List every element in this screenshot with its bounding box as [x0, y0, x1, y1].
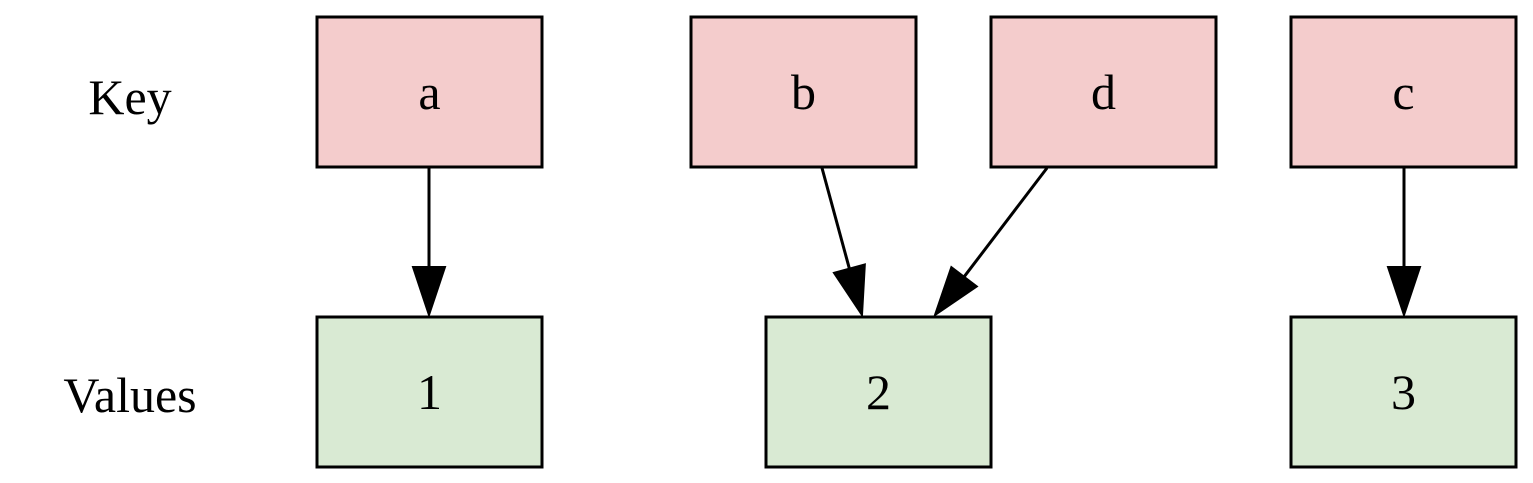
- edge-line-d-2: [962, 167, 1049, 278]
- key-node-b: b: [689, 15, 918, 169]
- edge-line-b-2: [820, 167, 851, 270]
- key-box-a: [315, 15, 544, 169]
- key-node-c: c: [1289, 15, 1518, 169]
- key-box-c: [1289, 15, 1518, 169]
- value-box-2: [764, 315, 993, 469]
- key-node-a: a: [315, 15, 544, 169]
- row-label-key: Key: [88, 69, 171, 125]
- edges-layer: [411, 167, 1422, 319]
- key-label-a: a: [418, 64, 440, 120]
- arrowhead-icon: [832, 263, 866, 319]
- value-node-1: 1: [315, 315, 544, 469]
- key-label-d: d: [1091, 64, 1116, 120]
- nodes-layer: a b d c 1 2 3: [315, 15, 1518, 469]
- row-label-values: Values: [63, 367, 196, 423]
- key-label-b: b: [791, 64, 816, 120]
- value-box-1: [315, 315, 544, 469]
- edge-d-to-2: [933, 167, 1049, 318]
- edge-c-to-3: [1386, 168, 1422, 319]
- value-label-1: 1: [417, 364, 442, 420]
- edge-a-to-1: [411, 168, 447, 319]
- value-label-2: 2: [866, 364, 891, 420]
- value-node-2: 2: [764, 315, 993, 469]
- key-box-d: [989, 15, 1218, 169]
- key-box-b: [689, 15, 918, 169]
- value-box-3: [1289, 315, 1518, 469]
- key-label-c: c: [1392, 64, 1414, 120]
- arrowhead-icon: [933, 265, 979, 318]
- edge-b-to-2: [820, 167, 866, 319]
- arrowhead-icon: [411, 266, 447, 319]
- value-node-3: 3: [1289, 315, 1518, 469]
- arrowhead-icon: [1386, 266, 1422, 319]
- value-label-3: 3: [1391, 364, 1416, 420]
- key-node-d: d: [989, 15, 1218, 169]
